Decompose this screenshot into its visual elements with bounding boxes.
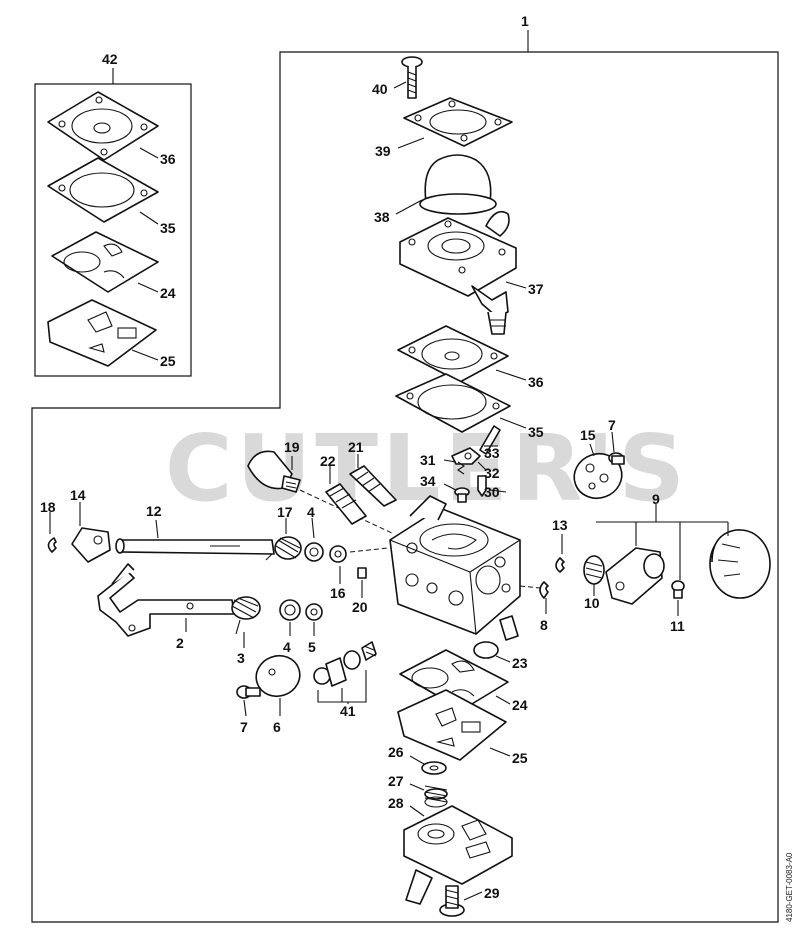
- callout-10: 10: [584, 595, 600, 611]
- metering-cover-28: [403, 805, 513, 905]
- callout-14: 14: [70, 487, 86, 503]
- throttle-shaft-2: [97, 563, 235, 637]
- callout-9: 9: [652, 491, 660, 507]
- callout-15: 15: [580, 427, 596, 443]
- callout-28: 28: [388, 795, 404, 811]
- callout-12: 12: [146, 503, 162, 519]
- assembly-frame: [31, 51, 779, 923]
- kit-callout-25: 25: [160, 353, 176, 369]
- choke-knob-lever-9: [605, 529, 771, 605]
- spring-27: [424, 785, 448, 808]
- choke-shaft-12: [115, 538, 275, 555]
- callout-7-right: 7: [608, 417, 616, 433]
- screw-11: [671, 580, 685, 599]
- callout-11: 11: [670, 618, 685, 634]
- carburetor-body: [389, 495, 521, 641]
- callout-32: 32: [484, 465, 500, 481]
- spring-3: [231, 596, 261, 635]
- callout-4-top: 4: [307, 504, 315, 520]
- callout-33: 33: [484, 445, 500, 461]
- callout-24: 24: [512, 697, 528, 713]
- drawing-code: 4180-GET-0083-A0: [785, 852, 794, 922]
- callout-7-left: 7: [240, 719, 248, 735]
- callout-34: 34: [420, 473, 436, 489]
- callout-4-bottom: 4: [283, 639, 291, 655]
- washer-4-top: [304, 542, 324, 562]
- cover-39: [403, 97, 513, 147]
- callout-38: 38: [374, 209, 390, 225]
- callout-17: 17: [277, 504, 293, 520]
- callout-31: 31: [420, 452, 436, 468]
- clip-13: [555, 557, 565, 573]
- throttle-plate-6: [255, 654, 301, 698]
- diaphragm-25: [397, 689, 507, 761]
- inlet-lever-32: [451, 447, 481, 465]
- screw-40: [401, 56, 423, 99]
- callout-39: 39: [375, 143, 391, 159]
- callout-40: 40: [372, 81, 388, 97]
- kit-callout-24: 24: [160, 285, 176, 301]
- seal-5: [305, 603, 323, 621]
- screw-7-left: [236, 685, 261, 699]
- callout-29: 29: [484, 885, 500, 901]
- callout-2: 2: [176, 635, 184, 651]
- plate-15: [573, 452, 623, 500]
- callout-19: 19: [284, 439, 300, 455]
- gasket-36: [397, 325, 509, 383]
- screw-34: [454, 487, 470, 503]
- callout-13: 13: [552, 517, 568, 533]
- kit-gasket-36: [47, 91, 159, 161]
- callout-3: 3: [237, 650, 245, 666]
- callout-18: 18: [40, 499, 56, 515]
- callout-8: 8: [540, 617, 548, 633]
- clip-8: [539, 581, 549, 599]
- callout-36: 36: [528, 374, 544, 390]
- spring-10: [583, 555, 605, 585]
- kit-gasket-24: [51, 231, 159, 293]
- screen-23: [473, 641, 499, 659]
- callout-23: 23: [512, 655, 528, 671]
- screw-7-right: [608, 452, 625, 465]
- choke-lever-14: [71, 527, 111, 563]
- callout-6: 6: [273, 719, 281, 735]
- callout-20: 20: [352, 599, 368, 615]
- callout-41: 41: [340, 703, 356, 719]
- diaphragm-35: [395, 373, 511, 433]
- mixture-screw-22: [325, 483, 367, 525]
- jet-set-41: [313, 641, 377, 687]
- inlet-needle-30: [477, 475, 487, 497]
- clip-18: [47, 537, 57, 553]
- callout-16: 16: [330, 585, 346, 601]
- seal-16: [329, 545, 347, 563]
- callout-42: 42: [102, 51, 118, 67]
- kit-diaphragm-35: [47, 157, 159, 223]
- washer-4-bottom: [279, 599, 301, 621]
- primer-bulb-38: [419, 154, 497, 215]
- callout-21: 21: [348, 439, 364, 455]
- kit-callout-35: 35: [160, 220, 176, 236]
- callout-1: 1: [521, 13, 529, 29]
- kit-callout-36: 36: [160, 151, 176, 167]
- callout-25: 25: [512, 750, 528, 766]
- callout-5: 5: [308, 639, 316, 655]
- adjust-knob-19: [247, 450, 301, 493]
- callout-37: 37: [528, 281, 544, 297]
- pin-33: [479, 425, 501, 455]
- callout-35: 35: [528, 424, 544, 440]
- callout-22: 22: [320, 453, 336, 469]
- washer-26: [421, 761, 447, 775]
- mixture-screw-21: [349, 465, 397, 507]
- spring-17: [265, 536, 302, 561]
- pin-20: [357, 567, 367, 579]
- callout-27: 27: [388, 773, 404, 789]
- callout-26: 26: [388, 744, 404, 760]
- spring-31: [457, 461, 465, 475]
- screw-29: [439, 885, 465, 917]
- pump-cover-37: [399, 210, 517, 335]
- kit-pump-diaphragm-25: [47, 299, 157, 367]
- callout-30: 30: [484, 484, 500, 500]
